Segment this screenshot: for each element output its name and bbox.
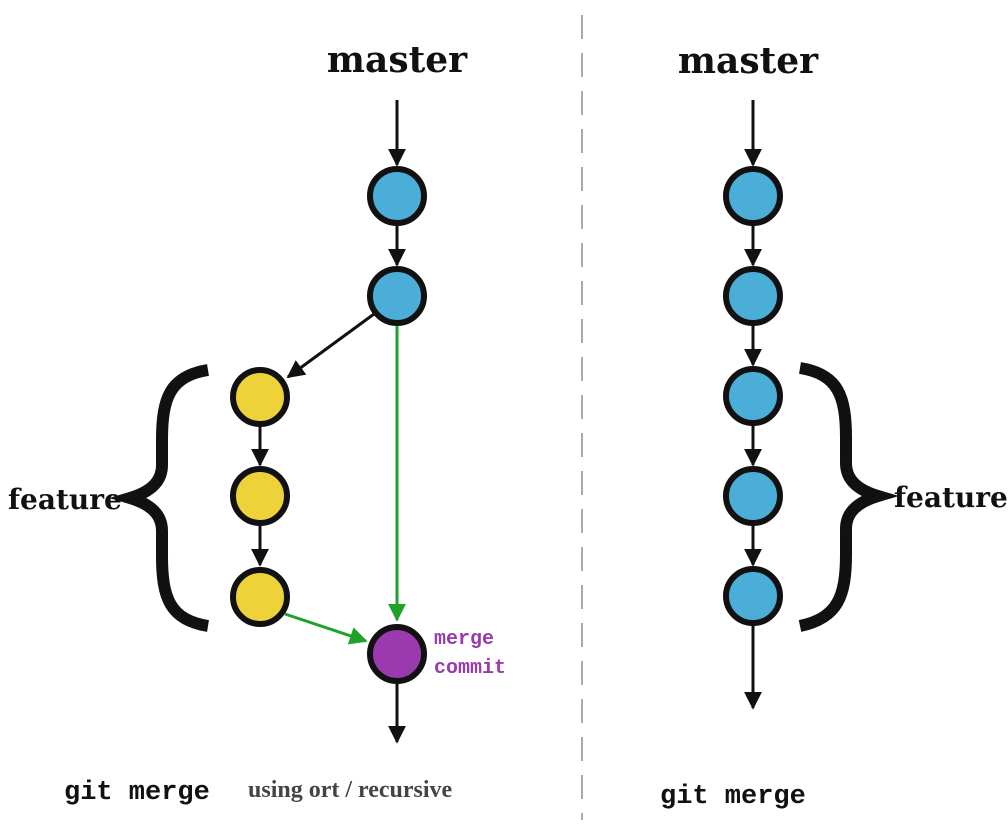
right-commit-5	[723, 566, 783, 626]
left-commits	[230, 166, 427, 684]
merge-commit-label-line1: merge	[434, 628, 494, 651]
left-caption-command: git merge	[64, 778, 210, 808]
merge-commit	[367, 624, 427, 684]
left-arrows	[251, 100, 406, 744]
left-master-commit-2	[367, 266, 427, 326]
left-feature-label: feature	[8, 483, 122, 516]
merge-commit-label-line2: commit	[434, 657, 506, 680]
left-feature-commit-3	[230, 567, 290, 627]
right-commit-2	[723, 266, 783, 326]
merge-line-feature	[284, 612, 368, 645]
right-feature-brace	[798, 362, 899, 632]
right-caption-command: git merge	[660, 782, 806, 812]
right-master-label: master	[678, 40, 819, 82]
right-feature-label: feature	[894, 481, 1008, 514]
left-merge-lines	[284, 326, 406, 645]
left-feature-brace	[109, 364, 210, 632]
left-master-label: master	[327, 39, 468, 81]
right-commits	[723, 166, 783, 626]
left-master-commit-1	[367, 166, 427, 226]
right-commit-4	[723, 466, 783, 526]
left-arrow-m2-f1	[286, 312, 375, 379]
right-commit-3	[723, 366, 783, 426]
left-feature-commit-2	[230, 466, 290, 526]
left-feature-commit-1	[230, 367, 290, 427]
left-caption-text: using ort / recursive	[248, 777, 453, 803]
right-commit-1	[723, 166, 783, 226]
